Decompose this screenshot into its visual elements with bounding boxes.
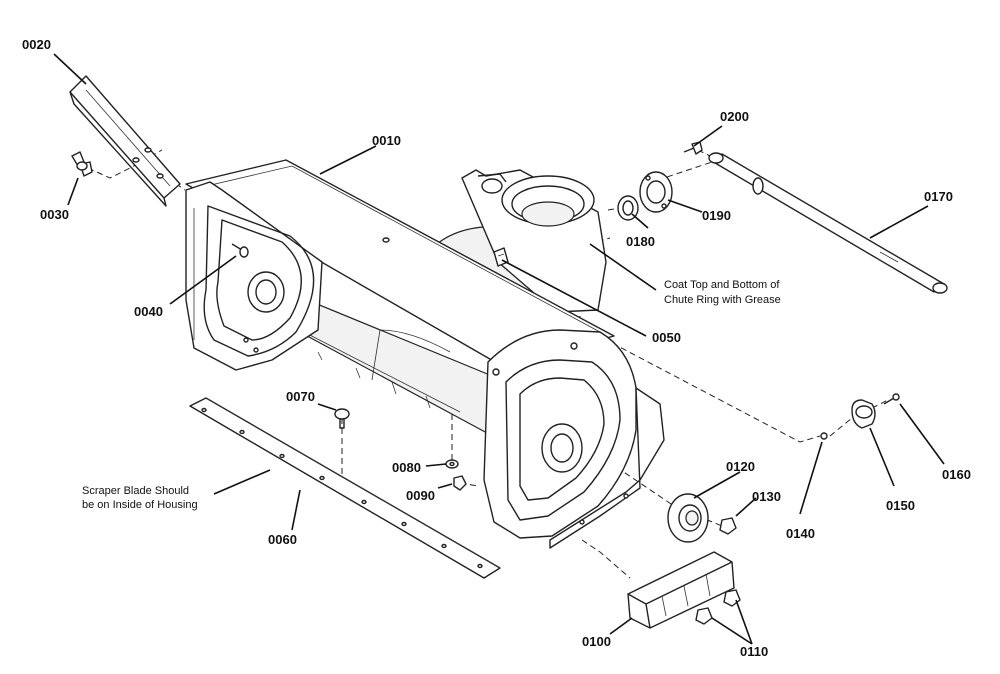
label-0100: 0100 <box>582 634 611 649</box>
label-0070: 0070 <box>286 389 315 404</box>
bearing-flange-part <box>667 493 709 543</box>
label-0170: 0170 <box>924 189 953 204</box>
label-0030: 0030 <box>40 207 69 222</box>
scraper-note-line1: Scraper Blade Should <box>82 485 189 497</box>
label-0060: 0060 <box>268 532 297 547</box>
skid-shoe-part <box>627 551 735 629</box>
leader-lines <box>53 53 945 645</box>
label-0200: 0200 <box>720 109 749 124</box>
nut-part <box>453 475 467 491</box>
label-0050: 0050 <box>652 330 681 345</box>
label-0080: 0080 <box>392 460 421 475</box>
small-screw-part <box>820 432 828 440</box>
flange-bolt-part <box>719 517 737 535</box>
label-0180: 0180 <box>626 234 655 249</box>
label-0150: 0150 <box>886 498 915 513</box>
wing-nut-part <box>71 151 93 177</box>
label-0110: 0110 <box>740 644 768 659</box>
chute-grease-note-line2: Chute Ring with Grease <box>664 294 781 306</box>
bearing-housing-part <box>639 171 673 213</box>
chute-bracket-part <box>69 75 181 207</box>
chute-grease-note-line1: Coat Top and Bottom of <box>664 279 780 291</box>
assembly-notes: Coat Top and Bottom of Chute Ring with G… <box>82 279 781 511</box>
washer-part <box>445 459 459 469</box>
label-0160: 0160 <box>942 467 971 482</box>
carriage-bolt-part <box>231 243 249 258</box>
hex-bolt-part <box>883 393 900 405</box>
label-0130: 0130 <box>752 489 781 504</box>
bearing-part <box>851 399 876 429</box>
scraper-blade-part <box>189 397 501 579</box>
label-0040: 0040 <box>134 304 163 319</box>
label-0010: 0010 <box>372 133 401 148</box>
label-0120: 0120 <box>726 459 755 474</box>
label-0090: 0090 <box>406 488 435 503</box>
housing-bolt-part <box>683 141 703 155</box>
label-0020: 0020 <box>22 37 51 52</box>
housing-assembly-part <box>185 159 665 549</box>
impeller-shaft-part <box>708 152 948 294</box>
label-0140: 0140 <box>786 526 815 541</box>
scraper-note-line2: be on Inside of Housing <box>82 499 198 511</box>
part-labels: 0020 0030 0010 0040 0050 0060 0070 0080 … <box>22 37 971 659</box>
scraper-bolt-part <box>334 408 350 429</box>
label-0190: 0190 <box>702 208 731 223</box>
